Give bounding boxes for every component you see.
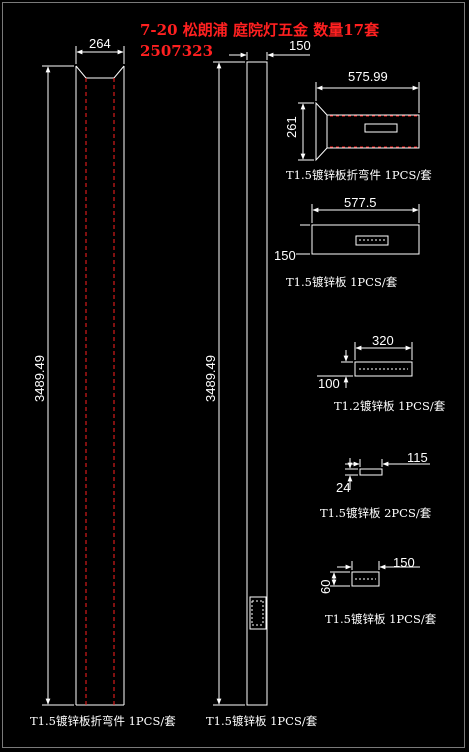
part-4-width-label: 577.5	[344, 195, 377, 210]
part-4-height-label: 150	[274, 248, 296, 263]
part-3-bent-piece	[298, 82, 420, 162]
part-1-width-label: 264	[89, 36, 111, 51]
part-5-width-label: 320	[372, 333, 394, 348]
part-6-width-label: 115	[407, 450, 428, 465]
drawing-title: 7-20 松朗浦 庭院灯五金 数量17套	[140, 21, 380, 39]
part-7-strip	[330, 561, 420, 587]
part-7-height-label: 60	[318, 580, 333, 594]
drawing-frame	[2, 2, 465, 748]
part-3-width-label: 575.99	[348, 69, 388, 84]
part-7-width-label: 150	[393, 555, 415, 570]
part-5-caption: T1.2镀锌板 1PCS/套	[334, 399, 446, 413]
part-5-height-label: 100	[318, 376, 340, 391]
part-2-caption: T1.5镀锌板 1PCS/套	[206, 714, 318, 728]
part-4-flat-plate	[296, 204, 420, 255]
part-2-flat-panel	[213, 52, 310, 706]
part-1-length-label: 3489.49	[32, 355, 47, 402]
part-6-height-label: 24	[336, 480, 350, 495]
part-4-caption: T1.5镀锌板 1PCS/套	[286, 275, 398, 289]
part-7-caption: T1.5镀锌板 1PCS/套	[325, 612, 437, 626]
part-5-small-plate	[317, 342, 413, 388]
part-3-caption: T1.5镀锌板折弯件 1PCS/套	[286, 168, 432, 182]
part-6-tab	[345, 458, 430, 490]
drawing-code: 2507323	[140, 42, 213, 60]
part-2-width-label: 150	[289, 38, 311, 53]
part-2-length-label: 3489.49	[203, 355, 218, 402]
part-6-caption: T1.5镀锌板 2PCS/套	[320, 506, 432, 520]
part-1-caption: T1.5镀锌板折弯件 1PCS/套	[30, 714, 176, 728]
part-3-height-label: 261	[284, 116, 299, 138]
part-1-bent-panel	[42, 46, 125, 706]
